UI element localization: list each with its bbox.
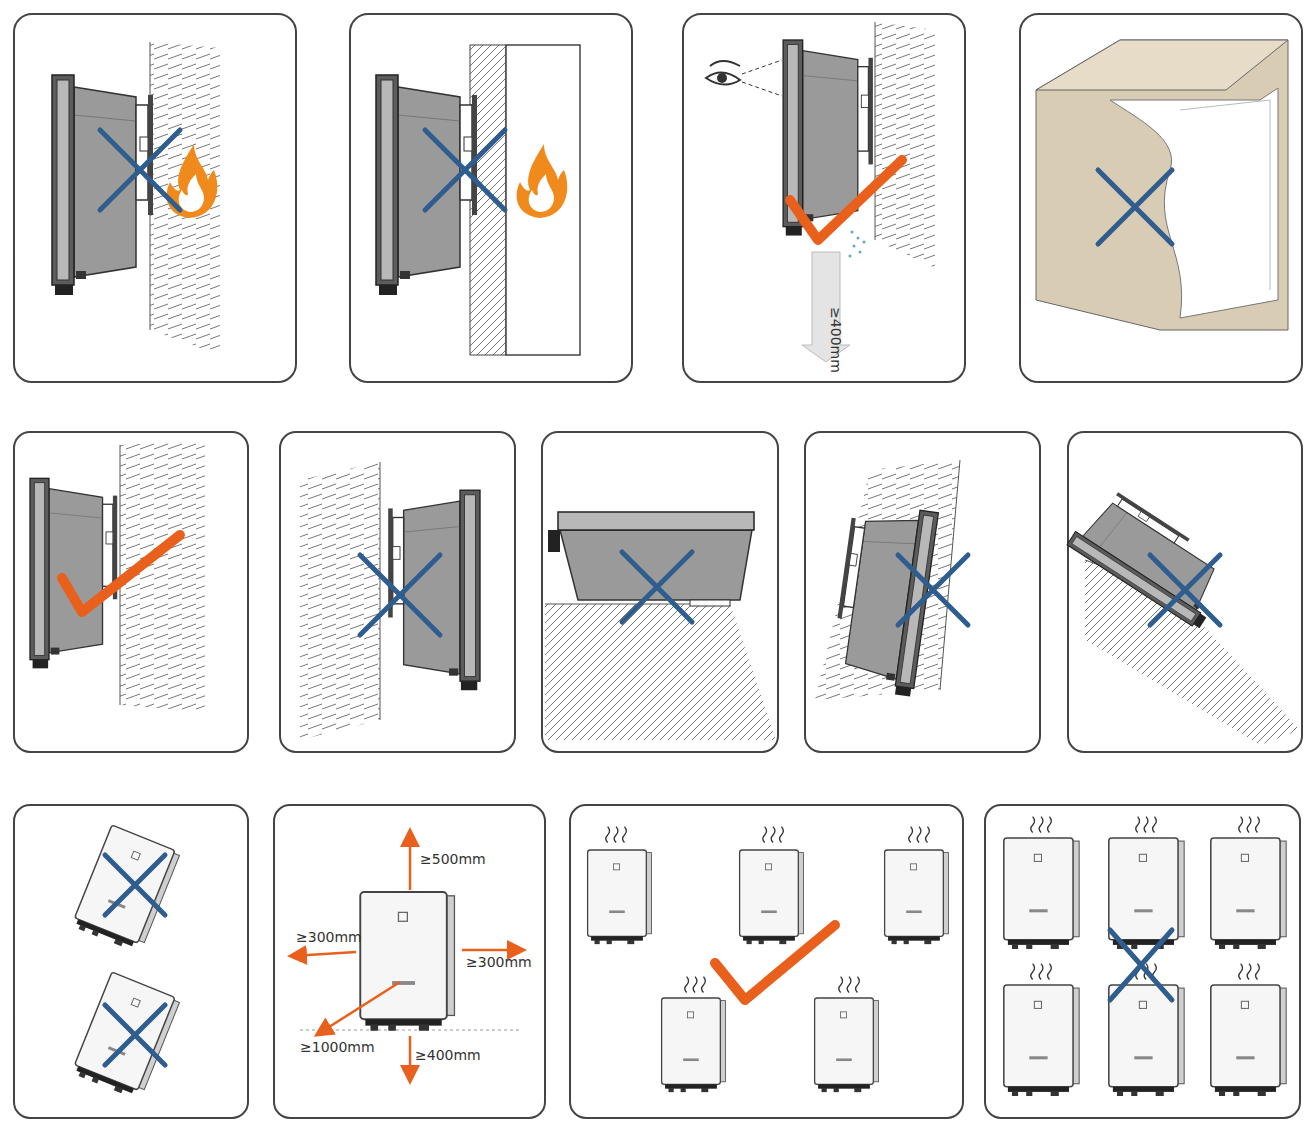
clearance-dimension: ≥300mm <box>296 930 362 944</box>
clearance-dimension: ≥400mm <box>829 307 843 373</box>
clearance-dimension: ≥500mm <box>420 852 486 866</box>
clearance-dimension: ≥400mm <box>415 1048 481 1062</box>
clearance-dimension: ≥300mm <box>466 955 532 969</box>
clearance-dimension: ≥1000mm <box>300 1040 375 1054</box>
